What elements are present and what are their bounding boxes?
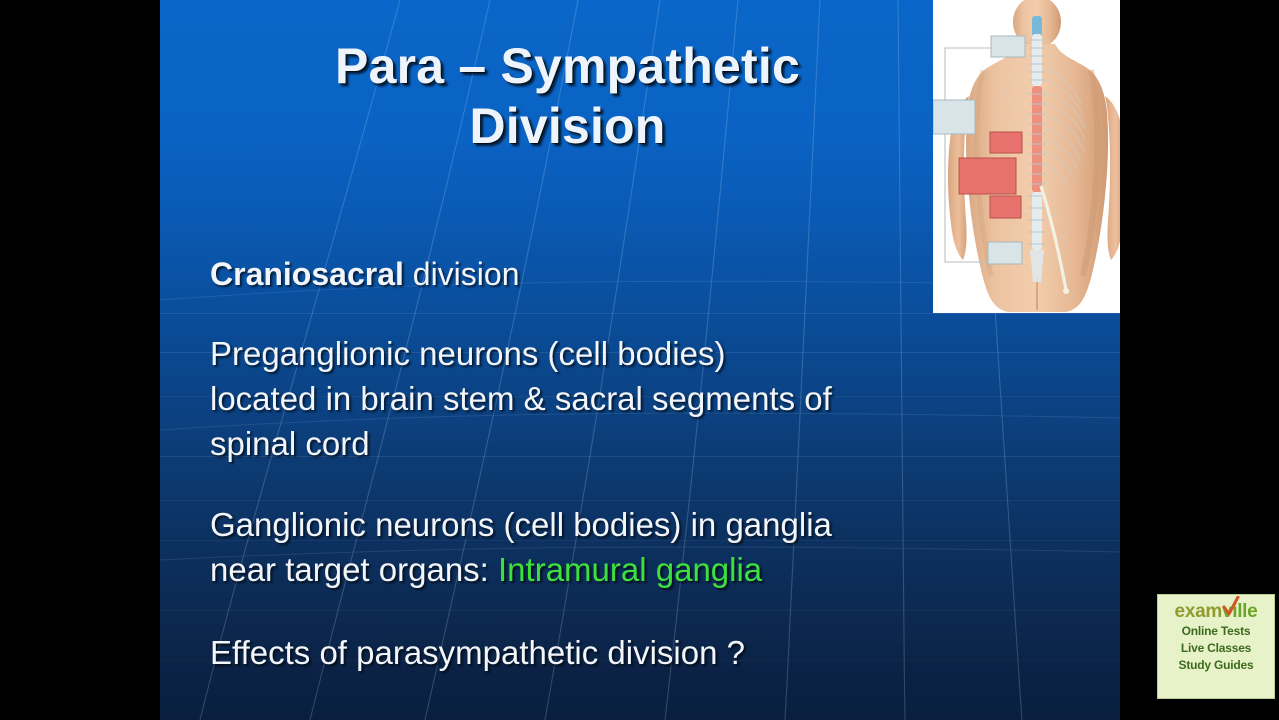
callout-3 bbox=[989, 131, 1023, 154]
background-horizontal-lines bbox=[160, 0, 1120, 720]
callout-1 bbox=[990, 35, 1026, 58]
slide-title: Para – Sympathetic Division bbox=[160, 36, 1120, 156]
bullet-preganglionic: Preganglionic neurons (cell bodies) loca… bbox=[210, 335, 832, 462]
callout-4 bbox=[958, 157, 1017, 195]
examville-word-exam: exam bbox=[1174, 601, 1223, 622]
logo-line-live-classes: Live Classes bbox=[1180, 641, 1252, 655]
figure-spine bbox=[1028, 16, 1069, 294]
bullet-ganglionic-highlight: Intramural ganglia bbox=[498, 551, 763, 588]
logo-line-study-guides: Study Guides bbox=[1178, 658, 1254, 672]
slide-title-line-1: Para – Sympathetic bbox=[335, 38, 800, 94]
bullet-ganglionic: Ganglionic neurons (cell bodies) in gang… bbox=[210, 502, 1080, 592]
bullet-craniosacral: Craniosacral division bbox=[210, 252, 1080, 297]
callout-2 bbox=[933, 99, 976, 135]
bullet-ganglionic-text: Ganglionic neurons (cell bodies) in gang… bbox=[210, 506, 832, 588]
slide-body: Craniosacral division Preganglionic neur… bbox=[210, 252, 1080, 675]
presentation-slide: Para – Sympathetic Division Craniosacral… bbox=[160, 0, 1120, 720]
bullet-craniosacral-bold: Craniosacral bbox=[210, 256, 404, 292]
background-meridian-lines bbox=[160, 0, 1120, 720]
callout-6 bbox=[987, 241, 1023, 265]
anatomy-figure bbox=[933, 0, 1120, 313]
examville-word-ville: ville bbox=[1221, 601, 1258, 622]
examville-logo: examville Online Tests Live Classes Stud… bbox=[1157, 594, 1275, 699]
callout-5 bbox=[989, 195, 1022, 219]
bullet-craniosacral-rest: division bbox=[403, 256, 520, 292]
slide-title-line-2: Division bbox=[469, 98, 666, 154]
figure-callouts bbox=[933, 35, 1026, 265]
bullet-effects: Effects of parasympathetic division ? bbox=[210, 634, 745, 671]
examville-wordmark: examville bbox=[1174, 596, 1258, 623]
logo-line-online-tests: Online Tests bbox=[1181, 624, 1251, 638]
